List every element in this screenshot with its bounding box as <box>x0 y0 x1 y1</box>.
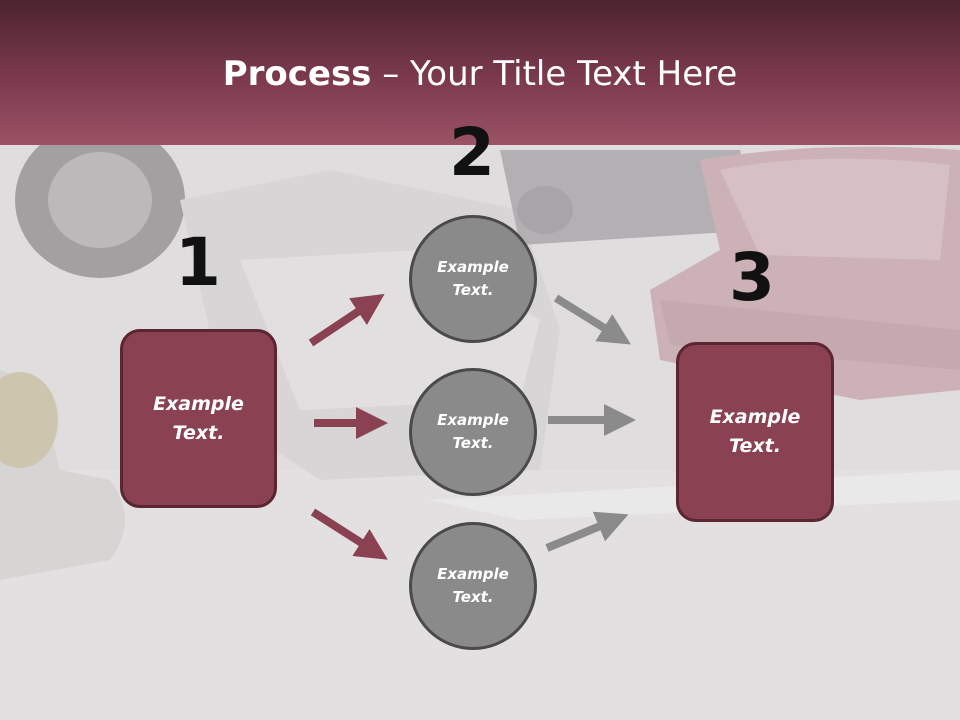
step-number-3: 3 <box>729 239 775 316</box>
step-1-text: Example Text. <box>153 392 244 444</box>
circle-bottom: Example Text. <box>409 522 537 650</box>
step-3-box: Example Text. <box>676 342 834 522</box>
slide-title: Process – Your Title Text Here <box>0 52 960 96</box>
step-1-box: Example Text. <box>120 329 277 508</box>
arrow-left-to-bottom <box>310 508 388 560</box>
arrow-top-to-right <box>553 294 631 345</box>
circle-bottom-text: Example Text. <box>437 565 509 606</box>
circle-middle-text: Example Text. <box>437 411 509 452</box>
circle-top: Example Text. <box>409 215 537 343</box>
circle-top-text: Example Text. <box>437 258 509 299</box>
step-3-text: Example Text. <box>709 406 801 457</box>
title-bold: Process <box>222 54 372 94</box>
step-number-1: 1 <box>175 224 221 301</box>
arrow-left-to-top <box>308 293 385 347</box>
step-number-2: 2 <box>449 114 495 191</box>
title-rest: – Your Title Text Here <box>371 54 738 94</box>
header-band <box>0 0 960 145</box>
circle-middle: Example Text. <box>409 368 537 496</box>
arrow-bottom-to-right <box>545 511 629 552</box>
